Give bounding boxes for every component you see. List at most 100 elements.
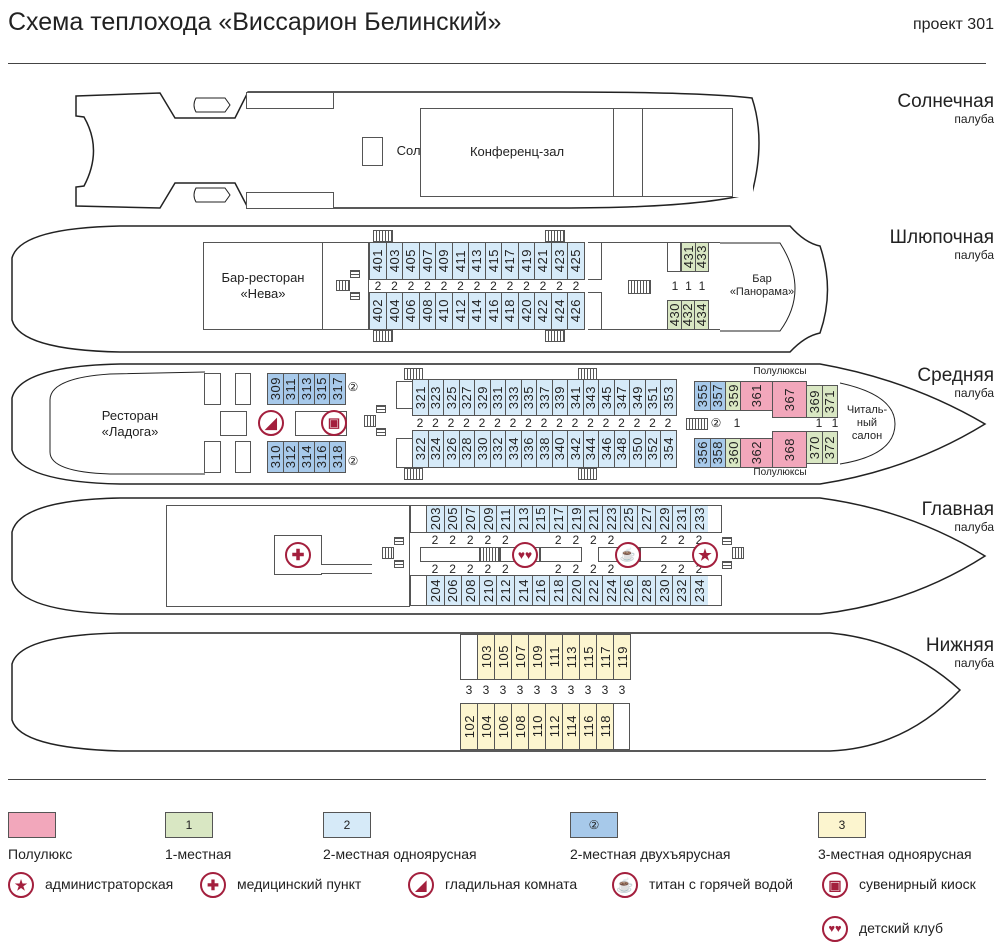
cabin-214[interactable]: 214 [514,575,533,606]
cabin-372[interactable]: 372 [821,431,838,464]
cabin-113[interactable]: 113 [562,634,580,680]
cabin-354[interactable]: 354 [660,430,677,468]
cabin-415[interactable]: 415 [484,242,502,280]
cabin-332[interactable]: 332 [489,430,506,468]
cabin-420[interactable]: 420 [517,292,535,330]
cabin-422[interactable]: 422 [534,292,552,330]
cabin-413[interactable]: 413 [468,242,486,280]
cabin-229[interactable]: 229 [654,505,674,533]
cabin-205[interactable]: 205 [443,505,463,533]
cabin-228[interactable]: 228 [637,575,656,606]
cabin-402[interactable]: 402 [369,292,387,330]
cabin-346[interactable]: 346 [598,430,615,468]
cabin-347[interactable]: 347 [613,379,630,416]
cabin-333[interactable]: 333 [505,379,522,416]
cabin-203[interactable]: 203 [426,505,445,533]
cabin-112[interactable]: 112 [545,703,563,750]
cabin-356[interactable]: 356 [694,438,711,468]
cabin-355[interactable]: 355 [694,381,711,411]
cabin-408[interactable]: 408 [418,292,436,330]
cabin-321[interactable]: 321 [412,379,429,416]
cabin-104[interactable]: 104 [477,703,495,750]
cabin-412[interactable]: 412 [451,292,469,330]
cabin-325[interactable]: 325 [443,379,460,416]
cabin-327[interactable]: 327 [458,379,475,416]
cabin-337[interactable]: 337 [536,379,553,416]
cabin-210[interactable]: 210 [478,575,498,606]
cabin-359[interactable]: 359 [725,381,741,411]
cabin-345[interactable]: 345 [598,379,615,416]
cabin-226[interactable]: 226 [619,575,639,606]
cabin-350[interactable]: 350 [629,430,646,468]
iron-icon[interactable]: ◢ [258,410,284,436]
cabin-414[interactable]: 414 [468,292,486,330]
cabin-343[interactable]: 343 [582,379,599,416]
cabin-334[interactable]: 334 [505,430,522,468]
cabin-209[interactable]: 209 [478,505,498,533]
cabin-119[interactable]: 119 [613,634,631,680]
cabin-340[interactable]: 340 [551,430,568,468]
cabin-109[interactable]: 109 [528,634,546,680]
cabin-234[interactable]: 234 [690,575,709,606]
cabin-312[interactable]: 312 [282,441,299,473]
cabin-336[interactable]: 336 [520,430,537,468]
cabin-351[interactable]: 351 [644,379,661,416]
cabin-110[interactable]: 110 [528,703,546,750]
cabin-432[interactable]: 432 [680,300,695,330]
cabin-212[interactable]: 212 [496,575,515,606]
cabin-404[interactable]: 404 [385,292,403,330]
kids-club-icon[interactable]: ♥♥ [512,542,538,568]
cabin-102[interactable]: 102 [460,703,478,750]
cabin-117[interactable]: 117 [596,634,614,680]
cabin-221[interactable]: 221 [584,505,603,533]
cabin-423[interactable]: 423 [550,242,568,280]
cabin-410[interactable]: 410 [435,292,453,330]
cabin-318[interactable]: 318 [329,441,346,473]
cabin-416[interactable]: 416 [484,292,502,330]
cabin-222[interactable]: 222 [584,575,603,606]
cabin-224[interactable]: 224 [602,575,621,606]
cabin-424[interactable]: 424 [550,292,568,330]
cabin-426[interactable]: 426 [567,292,585,330]
bar-panorama-label[interactable]: Бар «Панорама» [729,273,795,298]
cabin-362[interactable]: 362 [740,438,773,468]
cabin-111[interactable]: 111 [545,634,563,680]
cabin-370[interactable]: 370 [806,431,823,464]
cabin-217[interactable]: 217 [549,505,568,533]
cabin-206[interactable]: 206 [443,575,463,606]
cabin-328[interactable]: 328 [458,430,475,468]
cabin-114[interactable]: 114 [562,703,580,750]
cabin-342[interactable]: 342 [567,430,584,468]
medical-cross-icon[interactable]: ✚ [285,542,311,568]
cabin-105[interactable]: 105 [494,634,512,680]
cabin-433[interactable]: 433 [694,242,709,272]
cabin-313[interactable]: 313 [298,373,315,405]
cabin-232[interactable]: 232 [672,575,691,606]
cabin-322[interactable]: 322 [412,430,429,468]
cabin-223[interactable]: 223 [602,505,621,533]
cabin-103[interactable]: 103 [477,634,495,680]
cabin-208[interactable]: 208 [461,575,480,606]
cabin-329[interactable]: 329 [474,379,491,416]
cabin-108[interactable]: 108 [511,703,529,750]
cabin-215[interactable]: 215 [531,505,551,533]
cabin-353[interactable]: 353 [660,379,677,416]
cabin-419[interactable]: 419 [517,242,535,280]
cabin-310[interactable]: 310 [267,441,284,473]
cabin-434[interactable]: 434 [694,300,709,330]
restaurant-ladoga-label[interactable]: Ресторан «Ладога» [101,408,159,439]
cabin-309[interactable]: 309 [267,373,284,405]
cabin-411[interactable]: 411 [451,242,469,280]
cabin-339[interactable]: 339 [551,379,568,416]
hot-water-cup-icon[interactable]: ☕ [615,542,641,568]
cabin-335[interactable]: 335 [520,379,537,416]
cabin-352[interactable]: 352 [644,430,661,468]
cabin-324[interactable]: 324 [427,430,444,468]
cabin-369[interactable]: 369 [806,385,823,418]
cabin-213[interactable]: 213 [514,505,533,533]
cabin-331[interactable]: 331 [489,379,506,416]
cabin-348[interactable]: 348 [613,430,630,468]
cabin-230[interactable]: 230 [654,575,674,606]
cabin-106[interactable]: 106 [494,703,512,750]
cabin-204[interactable]: 204 [426,575,445,606]
